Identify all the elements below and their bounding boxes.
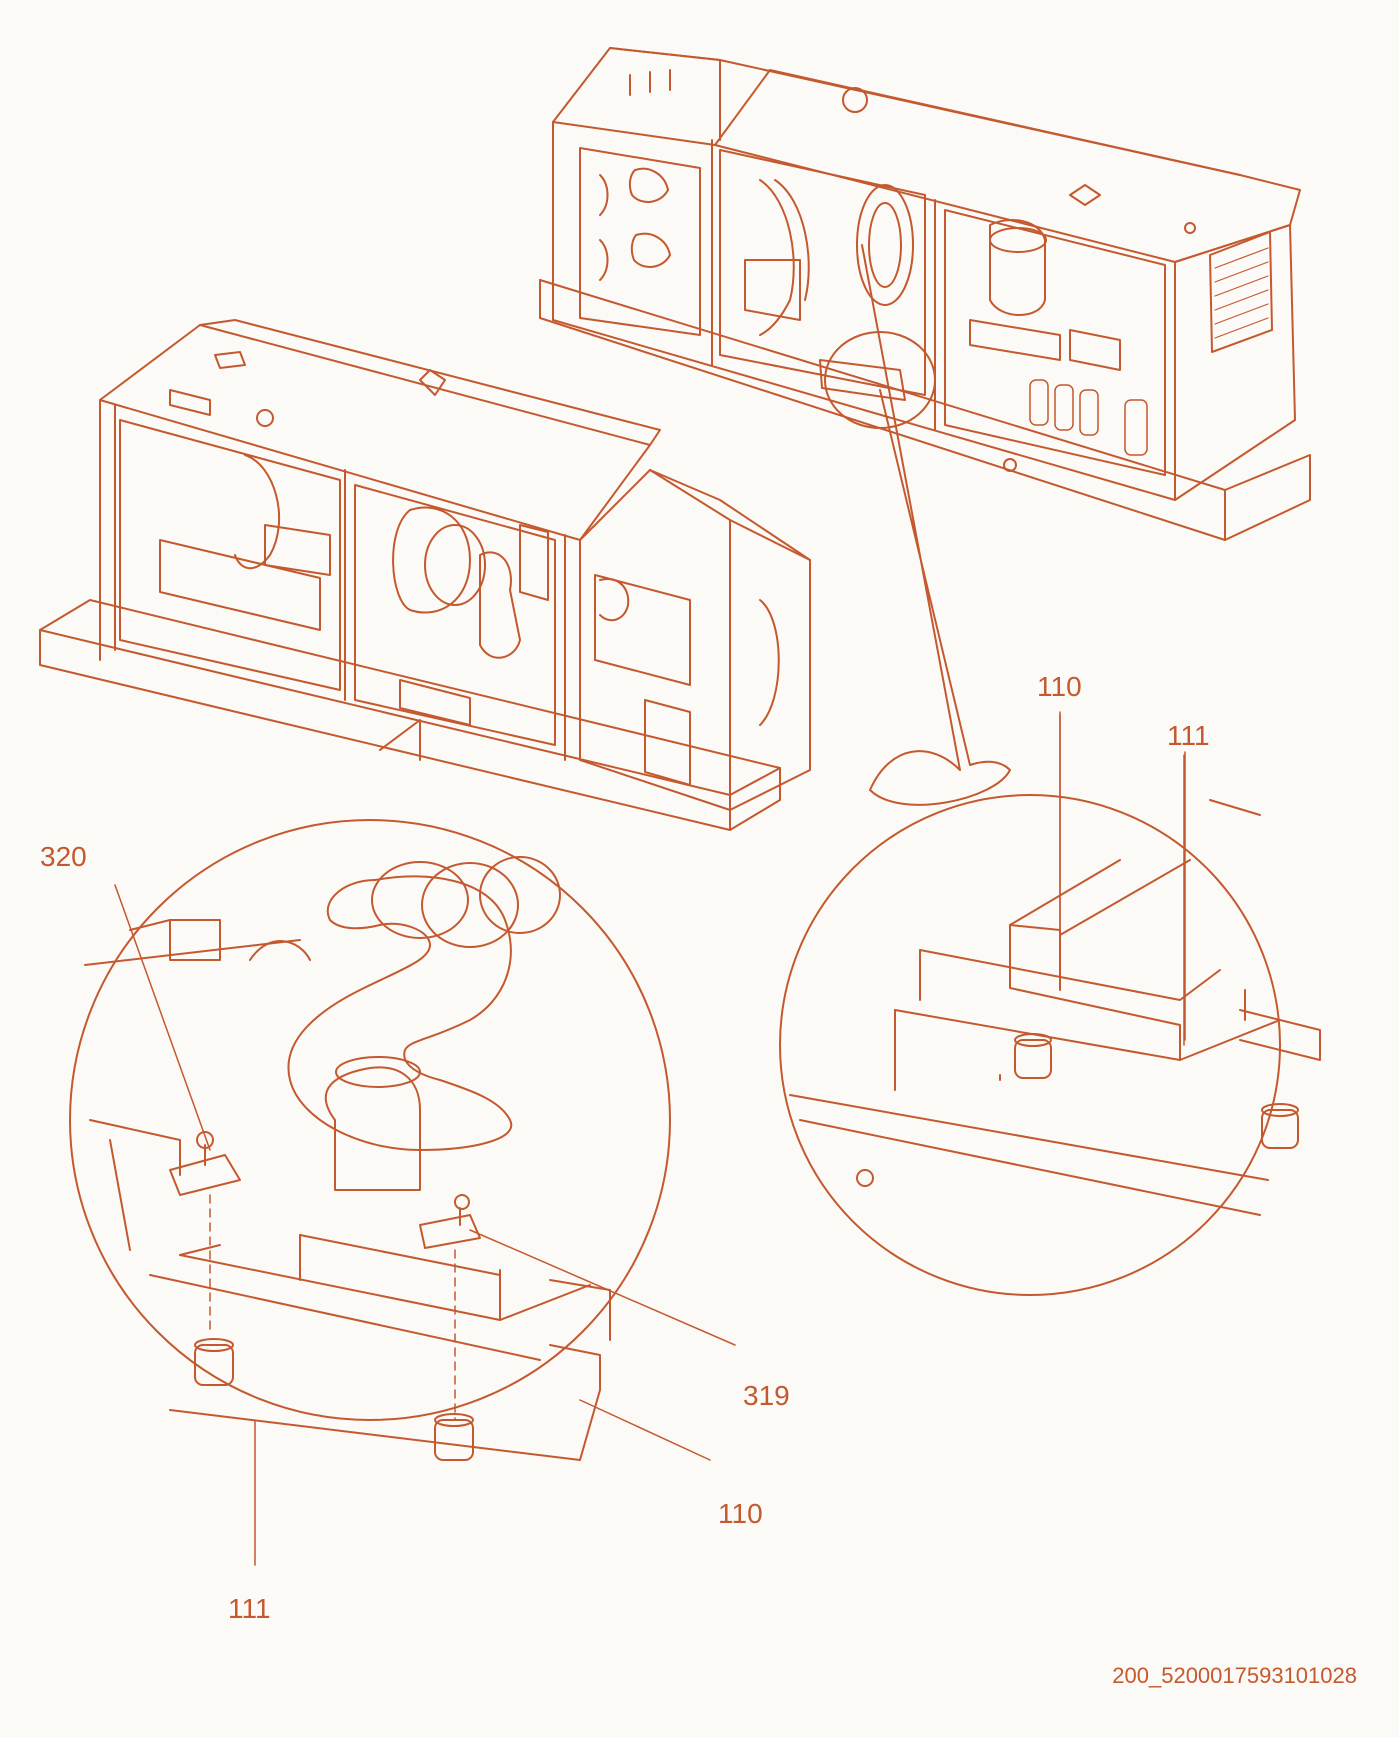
document-id: 200_5200017593101028 [1112,1663,1357,1688]
generator-unit-rear [539,47,1311,541]
leader-lines [114,711,1186,1566]
generator-unit-front [39,319,811,831]
detail-view-right [779,244,1321,1296]
callout-110-lower: 110 [718,1498,763,1529]
callout-320: 320 [40,841,87,872]
callout-111-upper: 111 [1167,720,1210,751]
callout-110-upper: 110 [1037,671,1082,702]
callout-111-lower: 111 [228,1593,271,1624]
detail-view-left [69,819,671,1461]
callout-319: 319 [743,1380,790,1411]
